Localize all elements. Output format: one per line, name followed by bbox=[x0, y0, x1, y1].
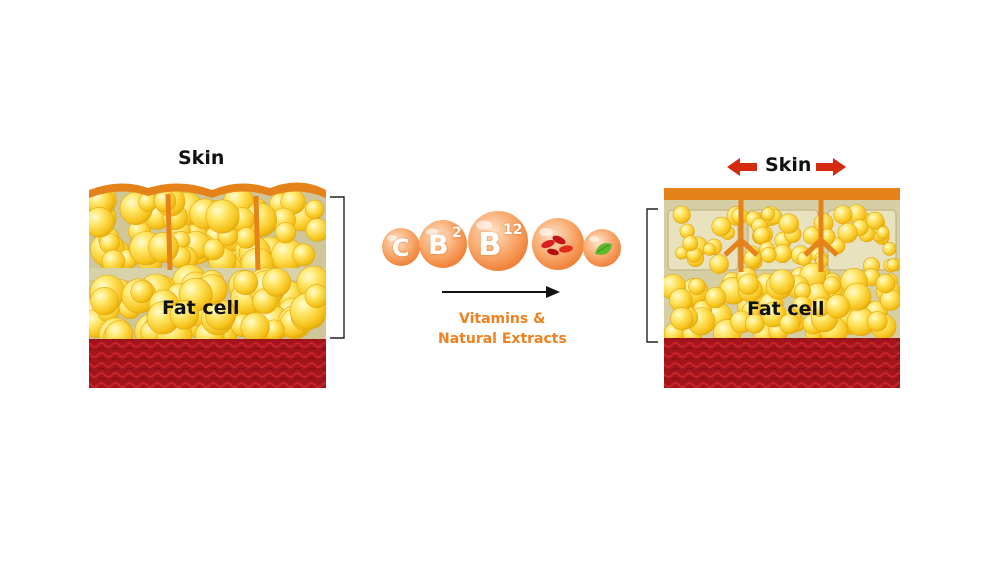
fat-cell bbox=[779, 313, 800, 335]
process-arrow bbox=[442, 286, 560, 298]
goji-berry-icon bbox=[541, 235, 573, 256]
vitamin-b2-letter: B bbox=[428, 230, 449, 261]
arrow-left-icon bbox=[727, 158, 757, 176]
septa-after bbox=[723, 198, 839, 272]
vitamin-bubbles bbox=[382, 211, 621, 271]
fat-cell-label-after: Fat cell bbox=[747, 298, 825, 320]
fat-cell bbox=[233, 270, 259, 296]
fat-cell bbox=[670, 307, 694, 331]
septa-before bbox=[165, 193, 261, 271]
fat-cell bbox=[704, 287, 727, 309]
fat-cell bbox=[822, 276, 841, 295]
fat-cell bbox=[688, 277, 706, 296]
fat-cell bbox=[866, 311, 888, 332]
fat-cell bbox=[837, 222, 858, 243]
fat-cell bbox=[89, 207, 115, 238]
fat-cell bbox=[760, 247, 777, 264]
fat-cell bbox=[205, 199, 240, 234]
muscle-layer-before bbox=[89, 339, 326, 388]
fat-cell bbox=[305, 218, 326, 242]
fat-cell bbox=[274, 222, 297, 244]
fat-cell bbox=[202, 238, 225, 261]
skin-label-after: Skin bbox=[765, 154, 812, 176]
fat-cell bbox=[292, 243, 316, 267]
fat-cell bbox=[703, 242, 716, 256]
muscle-layer-after bbox=[664, 338, 900, 388]
lower-fat-cells-before bbox=[89, 264, 326, 354]
fat-cell bbox=[753, 226, 771, 244]
skin-layer-after bbox=[664, 188, 900, 200]
vitamin-b2-subscript: 2 bbox=[452, 225, 462, 241]
vitamin-b12-letter: B bbox=[478, 227, 502, 263]
vitamin-b12-subscript: 12 bbox=[503, 222, 523, 238]
fat-cell bbox=[709, 254, 729, 274]
fat-cell bbox=[745, 313, 765, 334]
fat-cell bbox=[778, 213, 799, 234]
fat-cell bbox=[866, 211, 885, 230]
fat-cell bbox=[886, 258, 900, 272]
arrow-right-icon bbox=[816, 158, 846, 176]
fat-cell bbox=[876, 226, 890, 240]
fat-cell bbox=[130, 280, 153, 304]
fat-cell bbox=[769, 269, 795, 295]
fat-cell bbox=[672, 205, 691, 224]
fat-cell bbox=[148, 232, 179, 263]
fat-cell bbox=[262, 267, 292, 297]
fat-cell bbox=[235, 227, 258, 249]
fat-cell bbox=[825, 294, 850, 319]
tissue-after bbox=[664, 188, 900, 388]
upper-fat-cells-before bbox=[89, 190, 326, 281]
process-label-line1: Vitamins & bbox=[459, 311, 546, 327]
fat-cell bbox=[682, 235, 699, 252]
vitamin-c-letter: C bbox=[392, 234, 410, 262]
fat-cell bbox=[833, 205, 853, 225]
fat-cell bbox=[792, 295, 812, 315]
fat-cell bbox=[169, 300, 199, 330]
fat-cell bbox=[737, 273, 759, 295]
bracket-after bbox=[646, 208, 658, 343]
fat-cell bbox=[711, 216, 732, 237]
goji-bubble bbox=[532, 218, 584, 270]
fat-cell bbox=[240, 312, 270, 342]
fat-cell bbox=[304, 199, 325, 220]
fat-cell bbox=[875, 273, 896, 294]
bracket-before bbox=[330, 196, 345, 339]
skin-label-before: Skin bbox=[178, 147, 225, 169]
green-leaf-icon bbox=[595, 243, 612, 255]
fat-cell-label-before: Fat cell bbox=[162, 297, 240, 319]
process-label-line2: Natural Extracts bbox=[438, 331, 567, 347]
skin-layer-before bbox=[89, 182, 326, 198]
fat-cell bbox=[761, 207, 776, 222]
tissue-before bbox=[89, 182, 326, 388]
lower-fat-cells-after bbox=[664, 262, 900, 348]
fat-cell bbox=[304, 284, 326, 308]
fat-cell bbox=[90, 287, 119, 316]
fat-cell bbox=[882, 241, 897, 256]
